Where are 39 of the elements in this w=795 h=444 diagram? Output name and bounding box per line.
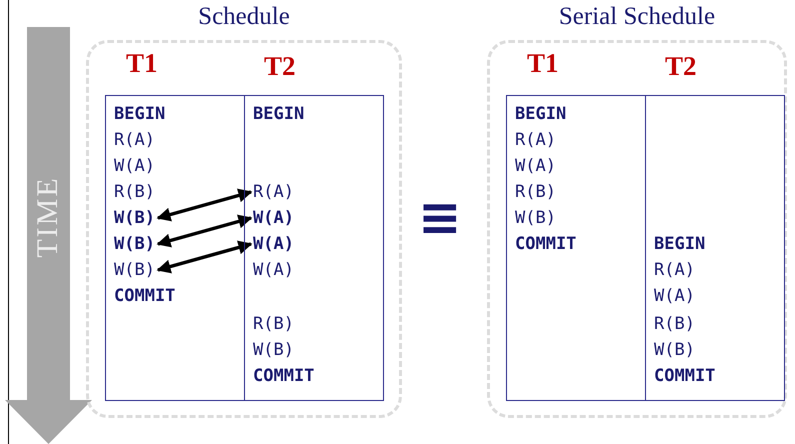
operation-text: COMMIT: [654, 366, 716, 386]
axis-label: TIME: [31, 176, 65, 258]
operation-text: COMMIT: [253, 366, 314, 386]
conflict-arrow: [156, 188, 252, 222]
operation-text: W(A): [114, 156, 155, 176]
operation-text: W(B): [114, 260, 155, 280]
operation-text: W(B): [515, 208, 556, 228]
operation-text: R(B): [114, 182, 155, 202]
operation-text: COMMIT: [515, 234, 576, 254]
operation-text: R(A): [253, 182, 294, 202]
conflict-arrow: [156, 240, 252, 274]
equivalence-sign: ≡: [418, 188, 462, 248]
operation-text: BEGIN: [114, 104, 166, 124]
column-heading: T2: [665, 51, 697, 82]
operation-text: COMMIT: [114, 286, 176, 306]
operation-text: W(A): [515, 156, 556, 176]
operation-text: R(B): [253, 314, 294, 334]
operation-text: BEGIN: [654, 234, 706, 254]
operation-text: W(B): [654, 340, 695, 360]
operation-text: R(A): [654, 260, 695, 280]
operation-text: R(B): [654, 314, 695, 334]
operation-text: BEGIN: [515, 104, 566, 124]
column-heading: T2: [264, 51, 296, 82]
operation-text: W(A): [253, 208, 294, 228]
operation-text: W(B): [253, 340, 294, 360]
operation-text: R(B): [515, 182, 556, 202]
operation-text: W(A): [253, 260, 294, 280]
operation-text: W(A): [253, 234, 294, 254]
operation-text: W(B): [114, 234, 155, 254]
conflict-arrow: [156, 214, 252, 248]
operation-text: BEGIN: [253, 104, 304, 124]
column-heading: T1: [126, 48, 158, 79]
column-heading: T1: [527, 48, 559, 79]
operation-text: W(B): [114, 208, 155, 228]
operation-text: R(A): [114, 130, 155, 150]
operation-text: W(A): [654, 286, 695, 306]
panel-title: Serial Schedule: [558, 3, 716, 31]
operation-text: R(A): [515, 130, 556, 150]
panel-title: Schedule: [197, 3, 291, 31]
